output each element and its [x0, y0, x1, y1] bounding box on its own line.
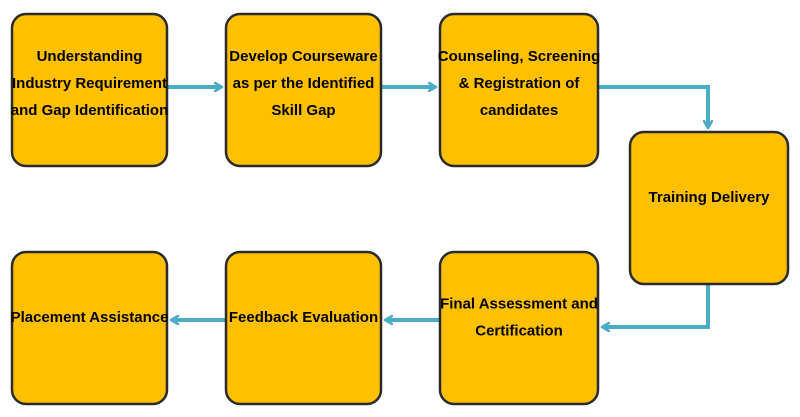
process-box-shape	[628, 130, 790, 286]
process-box-label-line: Certification	[475, 322, 563, 339]
process-box-step-4: Training Delivery	[628, 130, 790, 286]
arrow-step-4-to-step-5	[603, 284, 710, 327]
process-box-label-line: Feedback Evaluation	[229, 309, 378, 326]
process-box-label-line: as per the Identified	[233, 75, 375, 92]
process-box-label-line: Skill Gap	[271, 102, 335, 119]
process-box-step-2: Develop Courseware as per the IdentifiedS…	[224, 12, 383, 168]
process-box-label-line: & Registration of	[459, 75, 581, 92]
process-box-step-3: Counseling, Screening & Registration of ca…	[438, 12, 601, 168]
process-box-shape	[10, 250, 169, 406]
connectors-layer	[167, 87, 708, 327]
process-box-label-line: Final Assessment and	[440, 295, 598, 312]
process-box-label-line: Develop Courseware	[229, 48, 377, 65]
process-box-shape	[10, 12, 169, 168]
process-box-shape	[224, 12, 383, 168]
process-box-label-line: Placement Assistance	[11, 309, 169, 326]
process-box-step-7: Placement Assistance	[10, 250, 169, 406]
process-box-shape	[224, 250, 383, 406]
process-box-label-line: Counseling, Screening	[438, 48, 601, 65]
process-box-label-line: candidates	[480, 102, 558, 119]
arrow-step-3-to-step-4	[598, 85, 708, 127]
process-box-label-line: Industry Requirement	[12, 75, 167, 92]
process-box-step-6: Feedback Evaluation	[224, 250, 383, 406]
process-box-label-line: Training Delivery	[649, 189, 771, 206]
process-box-label-line: and Gap Identification	[11, 102, 169, 119]
process-box-shape	[438, 12, 600, 168]
process-box-label-line: Understanding	[37, 48, 143, 65]
process-box-shape	[438, 250, 600, 406]
